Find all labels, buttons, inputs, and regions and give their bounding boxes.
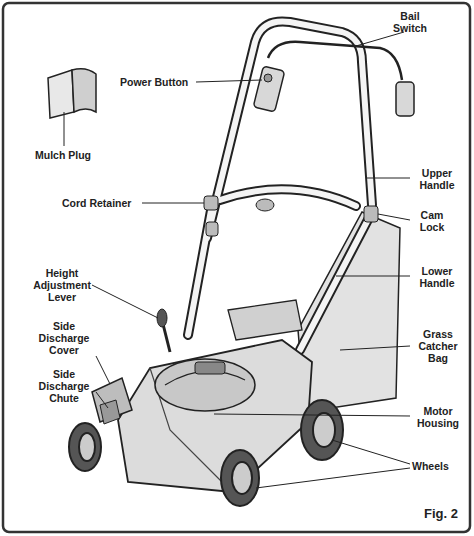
hub-front-right: [232, 462, 252, 494]
rear-door: [228, 300, 302, 340]
part-label: Power Button: [120, 76, 188, 88]
part-label: Motor Housing: [408, 405, 468, 429]
leader-line: [378, 214, 410, 220]
frame-border: [3, 3, 470, 532]
switch-housing: [253, 66, 285, 112]
leader-line: [367, 178, 410, 179]
wheels-shapes: [69, 400, 343, 506]
bail-bar: [268, 42, 402, 80]
part-label: Lower Handle: [412, 265, 462, 289]
leader-line: [96, 392, 108, 408]
wheel-front-right: [221, 450, 259, 506]
upper-handle-core: [207, 21, 372, 238]
wheel-rear-right: [301, 400, 343, 460]
hub-front-left: [79, 433, 95, 461]
part-label: Cam Lock: [412, 209, 452, 233]
handle-core: [188, 21, 372, 350]
leader-line: [356, 32, 404, 46]
cord-hook: [256, 199, 274, 211]
handle-crossbar: [220, 189, 356, 206]
part-label: Upper Handle: [412, 167, 462, 191]
grass-catcher-bag-shape: [298, 212, 400, 412]
leader-line: [332, 440, 410, 464]
upper-handle-tube: [207, 21, 372, 238]
mulch-plug-body: [48, 70, 74, 118]
handle-crossbar-core: [220, 189, 356, 206]
lower-handle-right-core: [300, 212, 372, 350]
part-label: Height Adjustment Lever: [30, 267, 94, 303]
leader-line: [256, 468, 410, 488]
part-label: Mulch Plug: [35, 149, 91, 161]
leader-line: [92, 285, 158, 318]
mulch-plug-icon: [48, 69, 96, 118]
mulch-plug-tab: [72, 69, 96, 112]
mower-deck: [118, 340, 312, 492]
battery-door: [195, 362, 225, 374]
leader-line: [196, 80, 262, 82]
leader-line: [64, 112, 65, 146]
leader-line: [96, 356, 110, 384]
power-button-shape: [264, 74, 272, 82]
part-label: Side Discharge Chute: [34, 368, 94, 404]
cord-retainer-shape: [204, 196, 218, 210]
leader-line: [340, 346, 410, 350]
leader-line: [336, 276, 410, 277]
part-label: Wheels: [412, 460, 449, 472]
leader-line: [214, 414, 410, 416]
part-label: Side Discharge Cover: [34, 320, 94, 356]
part-label: Cord Retainer: [62, 197, 131, 209]
height-lever-knob: [157, 309, 167, 327]
handle-outline: [188, 21, 372, 350]
part-label: Bail Switch: [388, 10, 432, 34]
lower-handle-right: [300, 212, 372, 350]
leader-lines: [64, 32, 410, 488]
side-discharge-chute-shape: [100, 400, 120, 424]
part-label: Grass Catcher Bag: [410, 328, 466, 364]
cam-lock-shape: [364, 206, 378, 222]
motor-housing-shape: [155, 359, 255, 411]
height-lever-arm: [163, 324, 170, 352]
right-grip: [396, 82, 414, 116]
leader-line: [142, 203, 204, 204]
hub-rear-right: [313, 413, 335, 447]
wheel-front-left: [69, 423, 101, 471]
cam-lock-left: [206, 222, 218, 236]
figure-caption: Fig. 2: [424, 506, 458, 521]
